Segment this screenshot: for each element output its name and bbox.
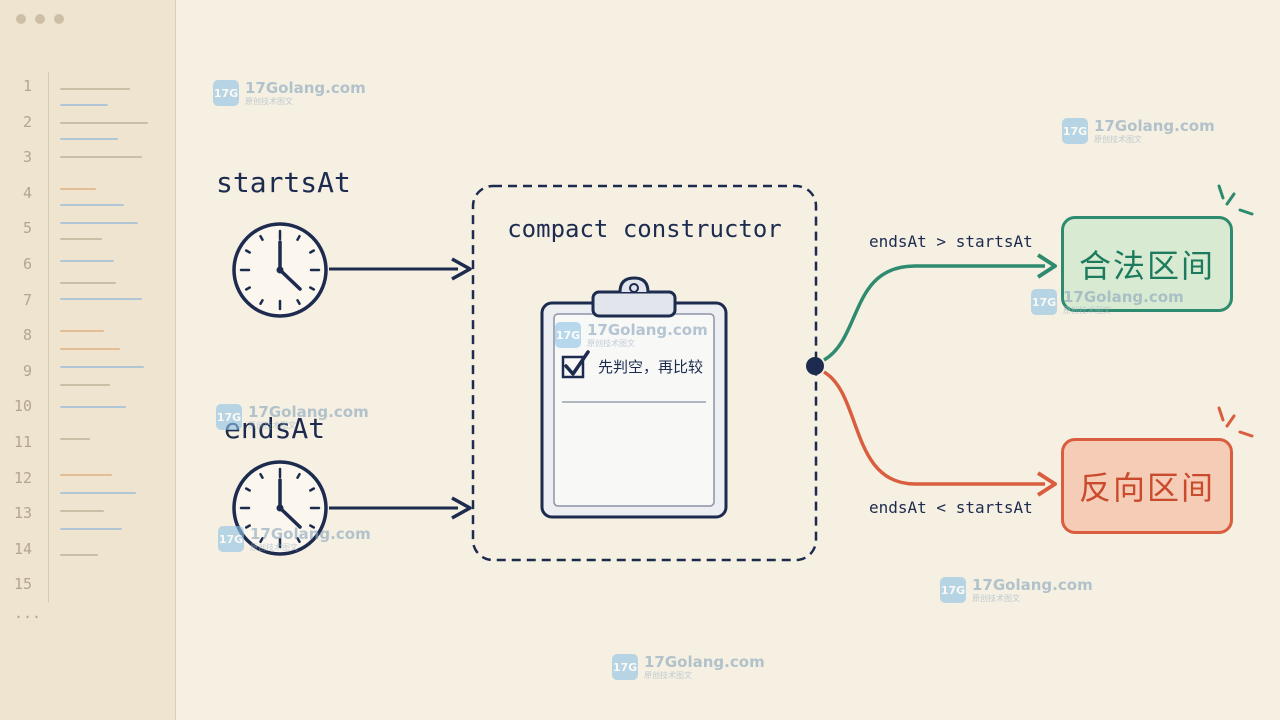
line-number: 6 bbox=[22, 254, 32, 273]
code-line bbox=[60, 238, 102, 240]
line-number: 3 bbox=[22, 148, 32, 167]
code-line bbox=[60, 492, 136, 494]
line-number: 5 bbox=[22, 219, 32, 238]
starts-at-label: startsAt bbox=[216, 166, 351, 199]
line-number: 8 bbox=[22, 326, 32, 345]
watermark-text: 17Golang.com bbox=[245, 78, 366, 97]
watermark-logo-icon: 17G bbox=[1031, 289, 1057, 315]
watermark-text: 17Golang.com bbox=[587, 320, 708, 339]
watermark-subtext: 原创技术图文 bbox=[644, 670, 692, 680]
close-dot[interactable] bbox=[16, 14, 26, 24]
watermark-subtext: 原创技术图文 bbox=[587, 338, 635, 348]
line-number: 9 bbox=[22, 361, 32, 380]
gutter-divider bbox=[48, 72, 49, 602]
watermark-text: 17Golang.com bbox=[1094, 116, 1215, 135]
line-number: 4 bbox=[22, 183, 32, 202]
line-number: 10 bbox=[13, 397, 32, 416]
watermark-logo-icon: 17G bbox=[940, 577, 966, 603]
code-line bbox=[60, 348, 120, 350]
watermark-text: 17Golang.com bbox=[644, 652, 765, 671]
watermark-subtext: 原创技术图文 bbox=[245, 96, 293, 106]
code-line bbox=[60, 188, 96, 190]
valid-interval-box: 合法区间 bbox=[1061, 216, 1233, 312]
code-line bbox=[60, 406, 126, 408]
code-line bbox=[60, 260, 114, 262]
window-controls bbox=[16, 14, 64, 24]
line-number: 2 bbox=[22, 112, 32, 131]
more-lines-ellipsis: ... bbox=[14, 604, 42, 622]
line-number: 11 bbox=[13, 432, 32, 451]
code-line bbox=[60, 156, 142, 158]
clock-icon bbox=[232, 460, 328, 556]
code-line bbox=[60, 138, 118, 140]
code-line bbox=[60, 222, 138, 224]
arrow-starts-to-constructor bbox=[329, 257, 472, 281]
clipboard-text: 先判空，再比较 bbox=[598, 358, 704, 376]
line-numbers: 1 2 3 4 5 6 7 8 9 10 11 12 13 14 15 bbox=[0, 72, 44, 606]
watermark-text: 17Golang.com bbox=[250, 524, 371, 543]
code-line bbox=[60, 104, 108, 106]
code-line bbox=[60, 474, 112, 476]
code-line bbox=[60, 88, 130, 90]
watermark-subtext: 原创技术图文 bbox=[248, 420, 296, 430]
watermark-logo-icon: 17G bbox=[216, 404, 242, 430]
watermark-text: 17Golang.com bbox=[972, 575, 1093, 594]
line-number: 15 bbox=[13, 575, 32, 594]
watermark-logo-icon: 17G bbox=[555, 322, 581, 348]
arrow-to-valid-interval bbox=[823, 253, 1057, 362]
code-line bbox=[60, 510, 104, 512]
emphasis-marks-icon bbox=[1217, 406, 1254, 438]
reverse-interval-box: 反向区间 bbox=[1061, 438, 1233, 534]
lower-condition: endsAt < startsAt bbox=[869, 498, 1033, 517]
code-line bbox=[60, 554, 98, 556]
code-minimap bbox=[60, 84, 170, 604]
watermark-text: 17Golang.com bbox=[1063, 287, 1184, 306]
line-number: 13 bbox=[13, 504, 32, 523]
editor-sidebar: 1 2 3 4 5 6 7 8 9 10 11 12 13 14 15 ... bbox=[0, 0, 176, 720]
maximize-dot[interactable] bbox=[54, 14, 64, 24]
upper-condition: endsAt > startsAt bbox=[869, 232, 1033, 251]
watermark-logo-icon: 17G bbox=[612, 654, 638, 680]
code-line bbox=[60, 122, 148, 124]
code-line bbox=[60, 438, 90, 440]
arrow-to-reverse-interval bbox=[823, 370, 1057, 497]
clock-icon bbox=[232, 222, 328, 318]
watermark-text: 17Golang.com bbox=[248, 402, 369, 421]
code-line bbox=[60, 384, 110, 386]
emphasis-marks-icon bbox=[1217, 184, 1254, 216]
branch-node bbox=[806, 357, 824, 375]
code-line bbox=[60, 282, 116, 284]
watermark-logo-icon: 17G bbox=[218, 526, 244, 552]
line-number: 1 bbox=[22, 77, 32, 95]
watermark-subtext: 原创技术图文 bbox=[1094, 134, 1142, 144]
watermark-logo-icon: 17G bbox=[213, 80, 239, 106]
arrow-ends-to-constructor bbox=[329, 496, 472, 520]
code-line bbox=[60, 298, 142, 300]
code-line bbox=[60, 366, 144, 368]
minimize-dot[interactable] bbox=[35, 14, 45, 24]
line-number: 14 bbox=[13, 539, 32, 558]
watermark-subtext: 原创技术图文 bbox=[250, 542, 298, 552]
watermark-subtext: 原创技术图文 bbox=[972, 593, 1020, 603]
code-line bbox=[60, 528, 122, 530]
line-number: 12 bbox=[13, 468, 32, 487]
line-number: 7 bbox=[22, 290, 32, 309]
watermark-logo-icon: 17G bbox=[1062, 118, 1088, 144]
checkbox-checked-icon bbox=[561, 350, 590, 379]
code-line bbox=[60, 330, 104, 332]
constructor-title: compact constructor bbox=[507, 215, 782, 243]
clipboard-icon bbox=[540, 276, 728, 519]
watermark-subtext: 原创技术图文 bbox=[1063, 305, 1111, 315]
code-line bbox=[60, 204, 124, 206]
